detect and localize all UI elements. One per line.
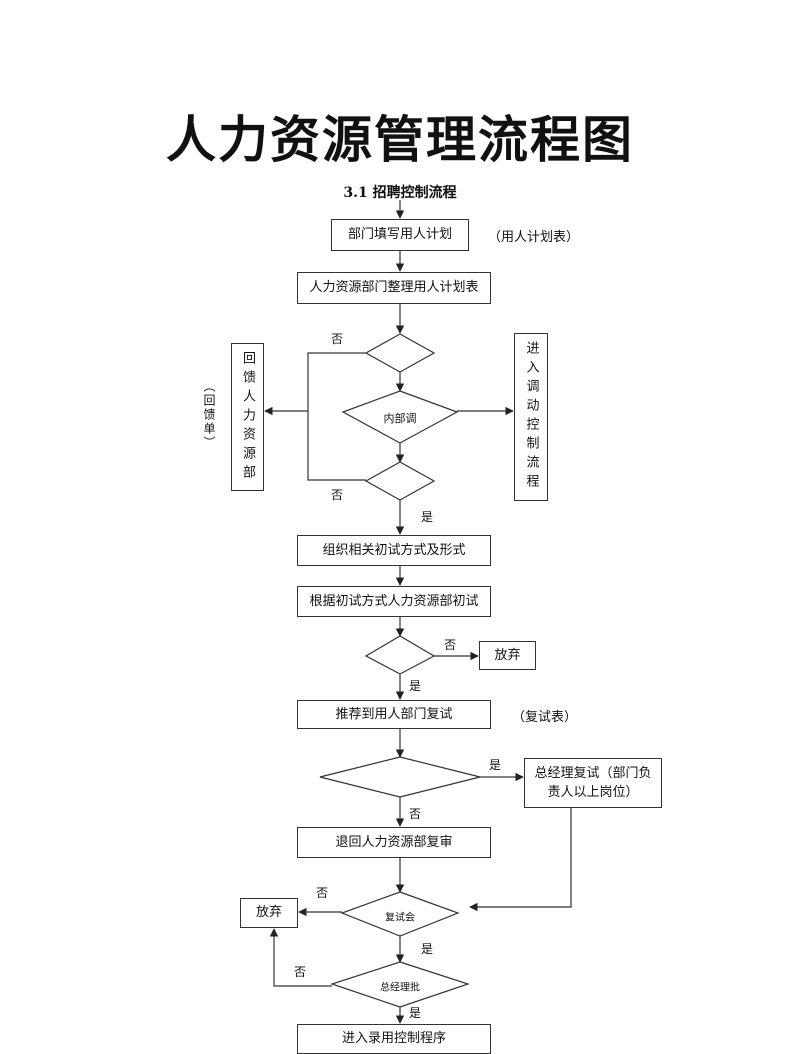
label-gm-yes: 是 xyxy=(409,1006,422,1020)
label-d1-no: 否 xyxy=(331,332,344,346)
box-return-hr-review: 退回人力资源部复审 xyxy=(297,827,491,858)
box-give-up-1: 放弃 xyxy=(479,641,536,670)
label-meeting-no: 否 xyxy=(316,886,329,900)
box-dept-fill-plan: 部门填写用人计划 xyxy=(331,219,469,251)
box-enter-hiring: 进入录用控制程序 xyxy=(297,1024,491,1054)
box-hr-organize-plan: 人力资源部门整理用人计划表 xyxy=(297,272,491,304)
note-feedback-form: （回馈单） xyxy=(202,380,216,450)
box-enter-transfer: 进入调动控制流程 xyxy=(514,333,548,501)
diamond-pass-first xyxy=(364,635,436,675)
diamond-internal-label: 内部调 xyxy=(382,410,418,426)
box-give-up-2: 放弃 xyxy=(240,898,298,928)
line-d1-no xyxy=(307,352,366,481)
label-meeting-yes: 是 xyxy=(421,942,434,956)
label-pass-no: 否 xyxy=(444,638,457,652)
diamond-d3 xyxy=(364,461,436,501)
note-plan-form: （用人计划表） xyxy=(488,230,580,245)
box-feedback-hr: 回馈人力资源部 xyxy=(231,343,264,491)
label-gm-no: 否 xyxy=(294,965,307,979)
note-retest-form: （复试表） xyxy=(512,710,578,725)
label-above-no: 否 xyxy=(409,807,422,821)
box-recommend-retest: 推荐到用人部门复试 xyxy=(297,700,491,729)
page-title: 人力资源管理流程图 xyxy=(166,110,634,169)
label-pass-yes: 是 xyxy=(409,679,422,693)
label-d3-yes: 是 xyxy=(421,510,434,524)
section-subtitle: 3.1 招聘控制流程 xyxy=(343,185,457,201)
diamond-d1 xyxy=(364,333,436,373)
diamond-gm-approve-label: 总经理批 xyxy=(379,978,421,994)
label-above-yes: 是 xyxy=(489,758,502,772)
box-hr-first-interview: 根据初试方式人力资源部初试 xyxy=(297,586,491,617)
label-d3-no: 否 xyxy=(331,488,344,502)
diamond-above-manager xyxy=(319,756,481,798)
line-gm-no xyxy=(269,928,332,987)
line-gm-retest-back xyxy=(469,808,572,912)
box-organize-interview: 组织相关初试方式及形式 xyxy=(297,535,491,566)
diamond-retest-meeting-label: 复试会 xyxy=(384,908,416,924)
box-gm-retest: 总经理复试（部门负责人以上岗位） xyxy=(524,758,662,808)
